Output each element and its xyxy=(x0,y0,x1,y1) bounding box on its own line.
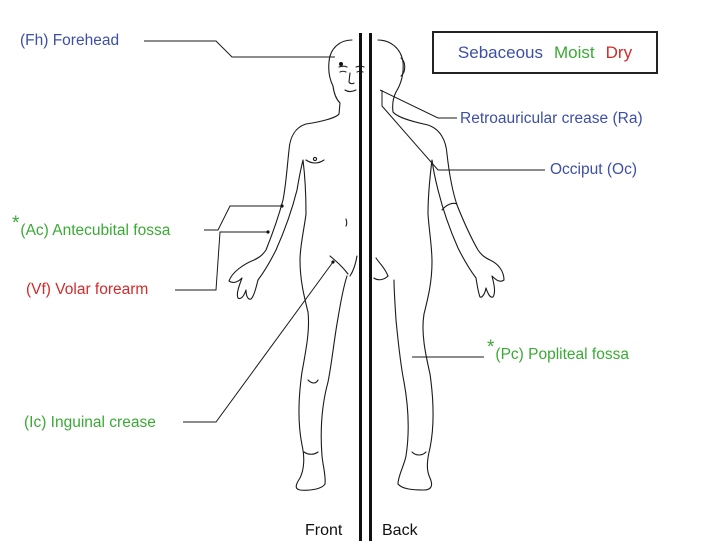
back-body-outline xyxy=(373,39,505,491)
retroauricular-leader-line xyxy=(379,89,457,119)
antecubital-text: (Ac) Antecubital fossa xyxy=(20,222,171,239)
inguinal-site-dot xyxy=(331,260,335,264)
forehead-site-dot xyxy=(339,62,343,66)
occiput-leader-line xyxy=(381,90,545,171)
popliteal-text: (Pc) Popliteal fossa xyxy=(495,346,629,363)
back-view-label: Back xyxy=(382,522,418,539)
label-volar-forearm: (Vf) Volar forearm xyxy=(26,281,149,298)
volar-leader-line xyxy=(175,231,268,291)
popliteal-star: * xyxy=(487,337,495,358)
antecubital-star: * xyxy=(12,213,20,234)
legend-box: Sebaceous Moist Dry xyxy=(432,31,658,74)
legend-moist: Moist xyxy=(554,42,595,62)
label-popliteal: *(Pc) Popliteal fossa xyxy=(487,338,629,364)
forehead-leader-line xyxy=(144,40,335,58)
label-forehead: (Fh) Forehead xyxy=(20,32,120,49)
legend-sebaceous: Sebaceous xyxy=(457,42,543,62)
antecubital-site-dot xyxy=(280,204,284,208)
antecubital-leader-line xyxy=(204,205,282,231)
label-retroauricular: Retroauricular crease (Ra) xyxy=(460,110,643,127)
label-occiput: Occiput (Oc) xyxy=(550,161,637,178)
front-body-outline xyxy=(228,39,365,491)
front-view-label: Front xyxy=(305,522,343,539)
label-inguinal: (Ic) Inguinal crease xyxy=(24,414,156,431)
label-antecubital: *(Ac) Antecubital fossa xyxy=(12,214,171,240)
inguinal-leader-line xyxy=(183,261,334,423)
volar-site-dot xyxy=(266,230,270,234)
legend-dry: Dry xyxy=(605,42,633,62)
